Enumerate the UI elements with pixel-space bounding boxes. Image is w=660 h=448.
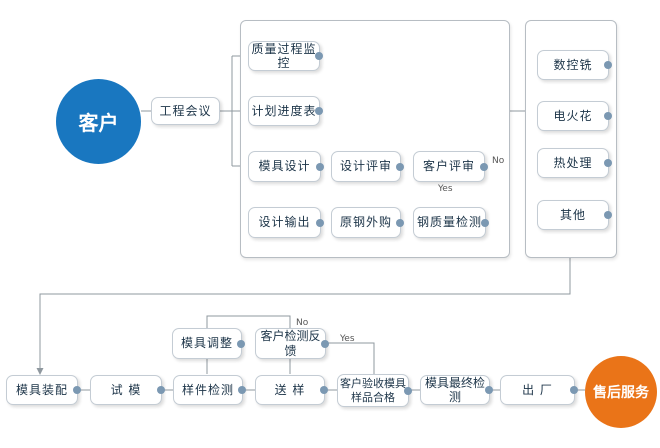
connector-dot — [604, 159, 612, 167]
feedback-yes-label: Yes — [340, 334, 355, 344]
connector-dot — [604, 112, 612, 120]
final-inspection-label: 模具最终检测 — [424, 375, 485, 404]
schedule-label: 计划进度表 — [251, 103, 317, 118]
after-sales-label: 售后服务 — [593, 385, 649, 401]
mold-design-node: 模具设计 — [248, 151, 324, 182]
quality-monitor-label: 质量过程监控 — [251, 41, 317, 70]
customer-feedback-label: 客户检测反馈 — [260, 329, 321, 358]
connector-dot — [321, 339, 329, 348]
shipping-sample-label: 送 样 — [274, 382, 306, 397]
cnc-milling-node: 数控铣 — [537, 50, 612, 80]
connector-dot — [238, 386, 246, 394]
connector-dot — [604, 211, 612, 219]
cnc-milling-label: 数控铣 — [553, 57, 593, 72]
design-review-label: 设计评审 — [339, 159, 392, 174]
connector-dot — [481, 218, 489, 227]
review-yes-label: Yes — [438, 184, 453, 194]
other-process-label: 其他 — [559, 207, 586, 222]
connector-dot — [315, 52, 323, 60]
final-inspection-node: 模具最终检测 — [420, 375, 493, 405]
customer-feedback-node: 客户检测反馈 — [255, 328, 329, 359]
connector-dot — [396, 162, 404, 171]
design-review-node: 设计评审 — [331, 151, 404, 182]
mold-design-label: 模具设计 — [258, 159, 311, 174]
other-process-node: 其他 — [537, 200, 612, 230]
connector-dot — [485, 386, 493, 394]
connector-dot — [396, 218, 404, 227]
trial-label: 试 模 — [110, 382, 142, 397]
steel-purchase-node: 原钢外购 — [331, 207, 404, 238]
connector-dot — [237, 339, 245, 348]
connector-dot — [320, 386, 328, 394]
mold-assembly-label: 模具装配 — [15, 382, 68, 397]
heat-treatment-label: 热处理 — [553, 155, 593, 170]
steel-purchase-label: 原钢外购 — [339, 215, 392, 230]
engineering-meeting-label: 工程会议 — [159, 103, 212, 118]
connector-dot — [316, 218, 324, 227]
customer-acceptance-label: 客户验收模具样品合格 — [340, 377, 406, 404]
ship-out-node: 出 厂 — [500, 375, 578, 405]
edm-node: 电火花 — [537, 101, 612, 131]
customer-acceptance-node: 客户验收模具样品合格 — [337, 374, 412, 407]
sample-inspection-node: 样件检测 — [173, 375, 246, 405]
connector-dot — [315, 107, 323, 115]
customer-review-node: 客户评审 — [413, 151, 488, 182]
shipping-sample-node: 送 样 — [255, 375, 328, 405]
connector-dot — [316, 162, 324, 171]
connector-dot — [73, 386, 81, 394]
connector-dot — [570, 386, 578, 394]
mold-adjust-label: 模具调整 — [180, 336, 233, 351]
quality-monitor-node: 质量过程监控 — [248, 41, 323, 71]
after-sales-circle: 售后服务 — [585, 356, 657, 428]
connector-dot — [480, 162, 488, 171]
engineering-meeting-node: 工程会议 — [151, 97, 220, 125]
customer-circle: 客户 — [56, 79, 141, 164]
heat-treatment-node: 热处理 — [537, 148, 612, 178]
design-output-node: 设计输出 — [248, 207, 324, 238]
ship-out-label: 出 厂 — [522, 382, 553, 397]
mold-adjust-node: 模具调整 — [172, 328, 245, 359]
connector-dot — [157, 386, 165, 394]
customer-label: 客户 — [78, 111, 119, 135]
edm-label: 电火花 — [553, 108, 593, 123]
connector-dot — [604, 61, 612, 69]
design-output-label: 设计输出 — [258, 215, 311, 230]
schedule-node: 计划进度表 — [248, 96, 323, 126]
sample-inspection-label: 样件检测 — [181, 382, 234, 397]
review-no-label: No — [492, 156, 505, 166]
mold-assembly-node: 模具装配 — [6, 375, 81, 405]
trial-node: 试 模 — [90, 375, 165, 405]
steel-inspection-label: 钢质量检测 — [416, 215, 482, 230]
customer-review-label: 客户评审 — [422, 159, 475, 174]
connector-dot — [404, 386, 412, 395]
feedback-no-label: No — [296, 318, 309, 328]
steel-inspection-node: 钢质量检测 — [413, 207, 489, 238]
